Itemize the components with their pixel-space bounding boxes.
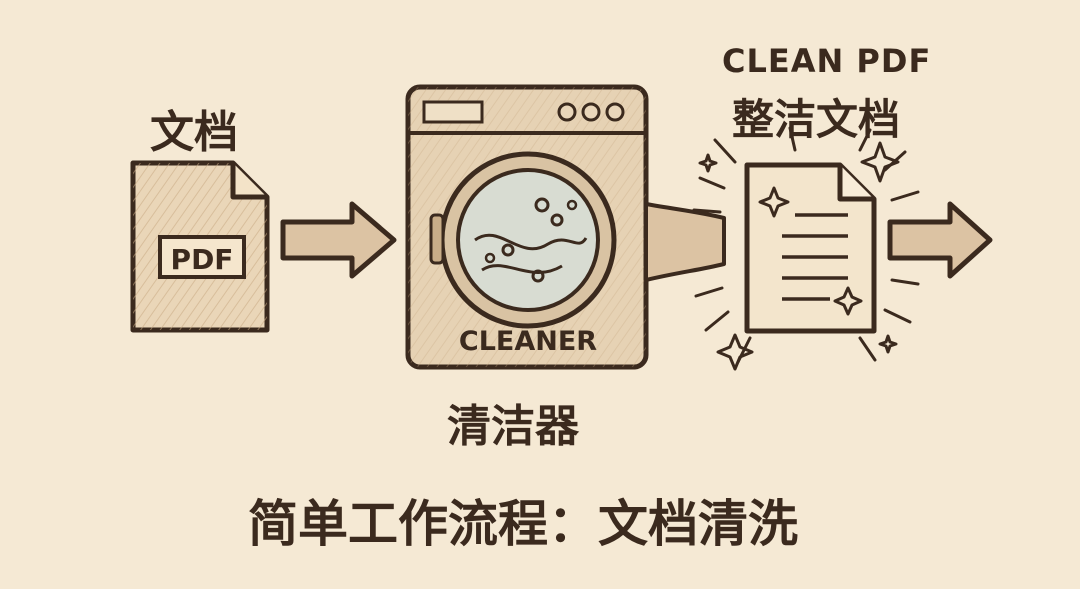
output-arrow-icon (887, 201, 993, 279)
clean-pdf-label-en: CLEAN PDF (722, 42, 932, 80)
sparkle-icon (833, 286, 863, 316)
arrow-to-cleaner-icon (280, 201, 397, 279)
document-label: 文档 (150, 107, 238, 158)
flow-stream-icon (644, 202, 726, 282)
source-document-icon: PDF (130, 160, 270, 333)
pdf-tag: PDF (171, 243, 234, 276)
workflow-caption: 简单工作流程：文档清洗 (248, 495, 798, 553)
sparkle-icon (698, 153, 718, 173)
clean-pdf-label-cn: 整洁文档 (732, 95, 901, 144)
sparkle-icons (698, 141, 900, 371)
sparkle-icon (716, 333, 754, 371)
sparkle-icon (860, 141, 900, 183)
sparkle-icon (878, 334, 898, 354)
clean-document-icon (744, 162, 877, 334)
cleaner-label-cn: 清洁器 (447, 401, 579, 452)
cleaner-machine-icon: CLEANER (405, 84, 649, 370)
cleaner-label-en: CLEANER (459, 326, 597, 357)
sparkle-icon (758, 186, 790, 218)
